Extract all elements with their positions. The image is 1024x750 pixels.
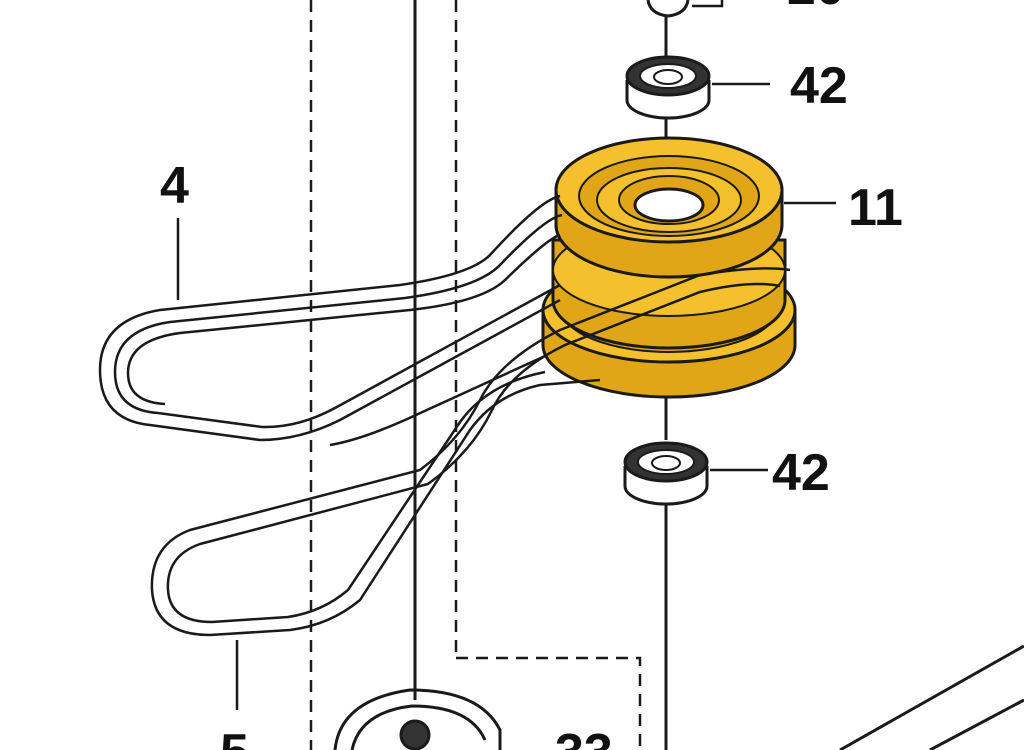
callout-partial-top: 20 (787, 0, 845, 16)
bottom-plate (333, 688, 502, 750)
callout-belt-lower: 5 (220, 724, 249, 750)
callout-pulley: 11 (848, 179, 903, 237)
washer-top (646, 0, 724, 18)
callout-bearing-upper: 42 (790, 57, 848, 115)
belt-upper (98, 194, 563, 442)
callout-bearing-lower: 42 (772, 444, 830, 502)
callout-partial-bottom: 33 (555, 724, 613, 750)
belt-lower (150, 267, 791, 637)
callout-belt-upper: 4 (160, 157, 189, 215)
bearing-upper (625, 55, 711, 120)
double-pulley (541, 136, 797, 399)
bearing-lower (623, 441, 709, 506)
